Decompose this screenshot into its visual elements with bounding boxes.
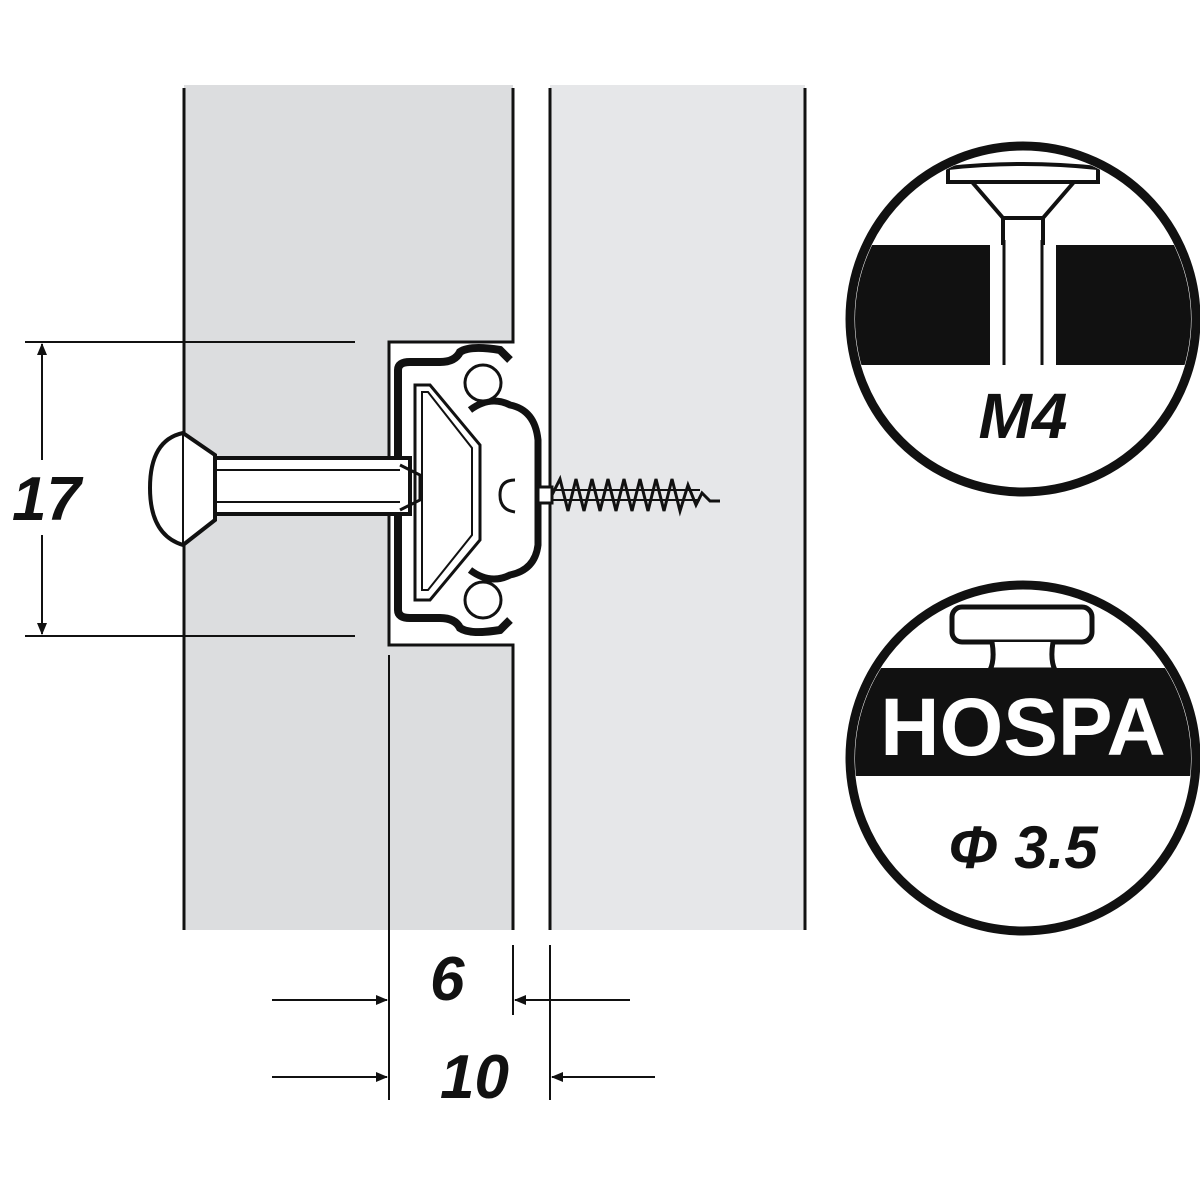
drawer-side-panel: [548, 85, 807, 930]
hospa-screw-badge: HOSPA Φ 3.5: [845, 580, 1200, 936]
height-dimension: [25, 341, 355, 637]
gap-inner-label: 6: [430, 945, 465, 1014]
m4-bolt: [147, 430, 422, 548]
wood-screw: [536, 474, 720, 517]
m4-label: M4: [979, 380, 1068, 452]
gap-outer-label: 10: [440, 1043, 509, 1112]
m4-screw-badge: M4: [845, 141, 1200, 497]
diameter-label: Φ 3.5: [948, 814, 1099, 881]
height-dimension-label: 17: [12, 465, 83, 534]
hospa-brand-label: HOSPA: [880, 682, 1166, 773]
gap-dimensions: [272, 655, 655, 1100]
